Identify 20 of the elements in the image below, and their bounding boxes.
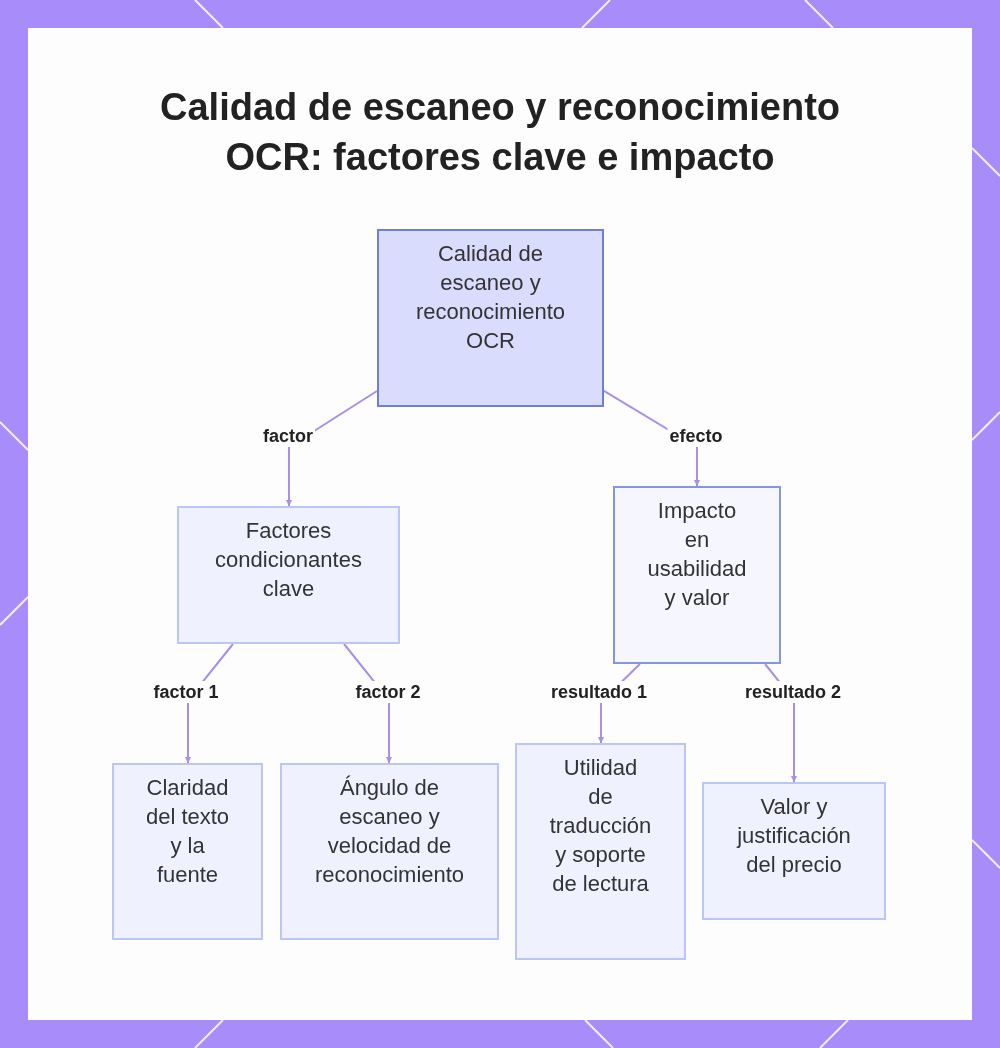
process-box xyxy=(377,229,604,407)
node-label: Impacto en usabilidad y valor xyxy=(647,497,747,612)
edge-label: efecto xyxy=(667,425,725,447)
node-label: Claridad del texto y la fuente xyxy=(144,774,231,889)
node-label: Utilidad de traducción y soporte de lectura xyxy=(549,754,652,898)
edge-label: factor 1 xyxy=(151,681,221,703)
node-label: Calidad de escaneo y reconocimiento OCR xyxy=(414,240,567,355)
edge-label: factor 2 xyxy=(353,681,423,703)
edge-label: resultado 2 xyxy=(743,681,843,703)
process-box xyxy=(112,763,263,940)
process-box xyxy=(702,782,886,920)
process-box xyxy=(280,763,499,940)
process-box xyxy=(613,486,781,664)
node-label: Ángulo de escaneo y velocidad de reconocimiento xyxy=(313,774,466,889)
process-box xyxy=(177,506,400,644)
node-label: Valor y justificación del precio xyxy=(735,793,852,879)
diagram-title: Calidad de escaneo y reconocimiento OCR: factores clave e impacto xyxy=(159,85,841,180)
process-box xyxy=(515,743,686,960)
node-label: Factores condicionantes clave xyxy=(214,517,363,603)
edge-label: resultado 1 xyxy=(549,681,649,703)
